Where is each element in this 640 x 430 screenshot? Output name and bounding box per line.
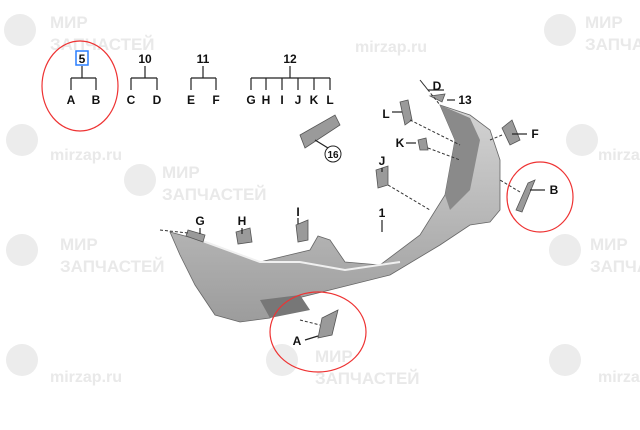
watermark-brand: МИР	[585, 13, 623, 32]
callout-1[interactable]: 1	[379, 206, 386, 220]
callout-k[interactable]: K	[396, 136, 405, 150]
legend-variant: K	[310, 93, 319, 107]
part-g	[185, 229, 206, 243]
callout-a[interactable]: A	[293, 334, 302, 348]
legend-part-number: 10	[138, 52, 152, 66]
legend-part-number: 5	[79, 52, 86, 66]
callout-i[interactable]: I	[296, 205, 299, 219]
legend-variant: B	[92, 93, 101, 107]
callout-j[interactable]: J	[379, 154, 386, 168]
watermark-logo-icon	[4, 14, 598, 376]
legend-group-12[interactable]: 12 G H I J K L	[246, 52, 333, 107]
part-k	[417, 137, 429, 151]
watermark-site: mirzap.ru	[50, 147, 122, 164]
watermark-brand: ЗАПЧАСТЕЙ	[590, 257, 640, 276]
legend-variant: J	[295, 93, 302, 107]
part-a	[317, 309, 339, 339]
legend-group-5[interactable]: 5 A B	[67, 50, 101, 107]
highlight-annotations	[41, 40, 574, 373]
watermark-brand: ЗАПЧАСТЕЙ	[60, 257, 165, 276]
highlight-circle	[506, 161, 574, 233]
part-h	[235, 227, 253, 245]
leader-lines	[159, 79, 545, 341]
watermark-brand: МИР	[50, 13, 88, 32]
part-f	[501, 119, 521, 146]
part-16	[299, 114, 341, 149]
legend-variant: E	[187, 93, 195, 107]
callout-g[interactable]: G	[195, 214, 204, 228]
callout-f[interactable]: F	[531, 127, 538, 141]
callout-13[interactable]: 13	[458, 93, 472, 107]
highlight-circle	[269, 291, 367, 373]
legend-group-11[interactable]: 11 E F	[187, 52, 220, 107]
legend-variant: A	[67, 93, 76, 107]
highlight-circle	[41, 40, 119, 132]
legend-variant: I	[280, 93, 283, 107]
legend-variant: F	[212, 93, 219, 107]
legend-part-number: 12	[283, 52, 297, 66]
watermark-brand: ЗАПЧАСТЕЙ	[315, 369, 420, 388]
legend-variant: C	[127, 93, 136, 107]
watermark-site: mirzap.ru	[50, 369, 122, 386]
selection-highlight	[75, 50, 89, 66]
watermark-site: mirzap.ru	[598, 147, 640, 164]
legend-part-number: 11	[197, 52, 210, 66]
callout-b[interactable]: B	[550, 183, 559, 197]
rear-bumper[interactable]	[169, 104, 501, 323]
watermark-site: mirzap.ru	[355, 39, 427, 56]
legend-group-10[interactable]: 10 C D	[127, 52, 162, 107]
part-b	[515, 179, 536, 213]
watermark-brand: МИР	[315, 347, 353, 366]
legend-variant: H	[262, 93, 271, 107]
watermark-brand: МИР	[162, 163, 200, 182]
watermarks: МИР ЗАПЧАСТЕЙ МИР ЗАПЧАСТЕЙ МИР ЗАПЧАСТЕ…	[4, 13, 640, 388]
callout-16-circle	[324, 145, 342, 163]
watermark-brand: МИР	[590, 235, 628, 254]
legend-variant: G	[246, 93, 255, 107]
part-l	[399, 99, 413, 126]
callout-l[interactable]: L	[382, 107, 389, 121]
legend-variant: L	[326, 93, 333, 107]
part-13	[428, 93, 446, 103]
watermark-brand: ЗАПЧАСТЕЙ	[585, 35, 640, 54]
watermark-brand: ЗАПЧАСТЕЙ	[50, 35, 155, 54]
watermark-site: mirzap.ru	[598, 369, 640, 386]
callout-16[interactable]: 16	[327, 150, 339, 161]
watermark-brand: МИР	[60, 235, 98, 254]
callout-h[interactable]: H	[238, 214, 247, 228]
watermark-brand: ЗАПЧАСТЕЙ	[162, 185, 267, 204]
callout-d[interactable]: D	[433, 79, 442, 93]
legend-variant: D	[153, 93, 162, 107]
part-i	[295, 219, 309, 243]
